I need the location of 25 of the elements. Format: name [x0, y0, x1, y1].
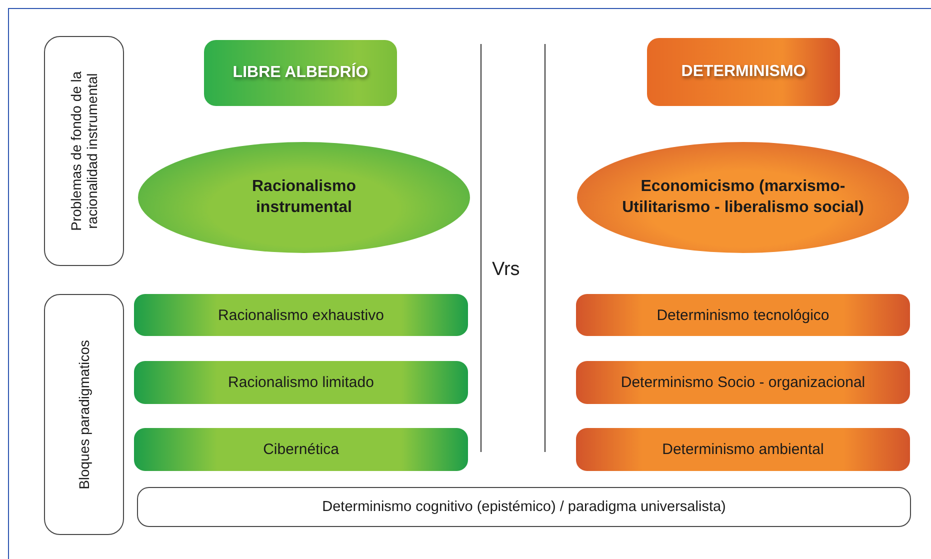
versus-label: Vrs — [492, 259, 520, 281]
category-bar — [576, 294, 910, 336]
group-label-box — [44, 294, 124, 535]
heading-box — [204, 40, 397, 106]
node-text: Economicismo (marxismo- Utilitarismo - liberalismo social) — [621, 176, 865, 218]
node-text: LIBRE ALBEDRÍO — [232, 64, 368, 82]
base-bar — [137, 487, 911, 527]
category-bar — [576, 361, 910, 404]
node-text: Racionalismo exhaustivo — [218, 306, 384, 324]
category-bar — [134, 428, 468, 471]
node-text: Determinismo Socio - organizacional — [620, 374, 866, 391]
category-bar — [134, 294, 468, 336]
category-bar — [576, 428, 910, 471]
node-text: Problemas de fondo de la racionalidad instrumental — [68, 70, 100, 233]
heading-box — [647, 38, 840, 106]
node-text: Determinismo tecnológico — [656, 306, 830, 324]
node-text: DETERMINISMO — [681, 63, 806, 81]
node-text: Racionalismo limitado — [228, 374, 374, 391]
category-bar — [134, 361, 468, 404]
node-text: Determinismo ambiental — [662, 441, 824, 458]
node-text: Bloques paradigmaticos — [76, 340, 92, 490]
node-text: Determinismo cognitivo (epistémico) / paradigma universalista) — [322, 499, 726, 515]
group-label-box — [44, 36, 124, 266]
node-text: Racionalismo instrumental — [250, 176, 358, 218]
node-text: Cibernética — [263, 441, 339, 458]
